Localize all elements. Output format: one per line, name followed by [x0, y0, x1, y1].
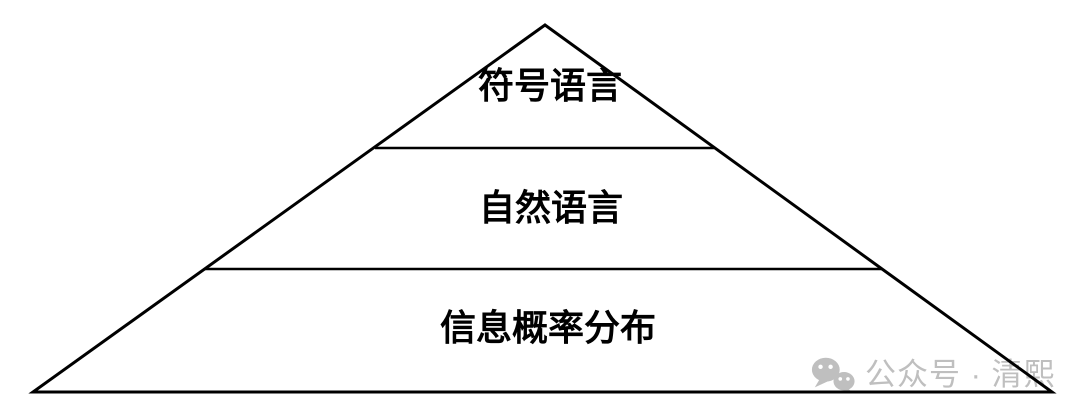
wechat-icon — [811, 357, 855, 393]
watermark: 公众号 · 清熙 — [810, 356, 1056, 393]
level-label-symbolic-language: 符号语言 — [477, 65, 623, 106]
level-label-information-probability-distribution: 信息概率分布 — [439, 307, 657, 348]
level-label-natural-language: 自然语言 — [478, 187, 624, 228]
watermark-text: 公众号 · 清熙 — [865, 357, 1056, 392]
